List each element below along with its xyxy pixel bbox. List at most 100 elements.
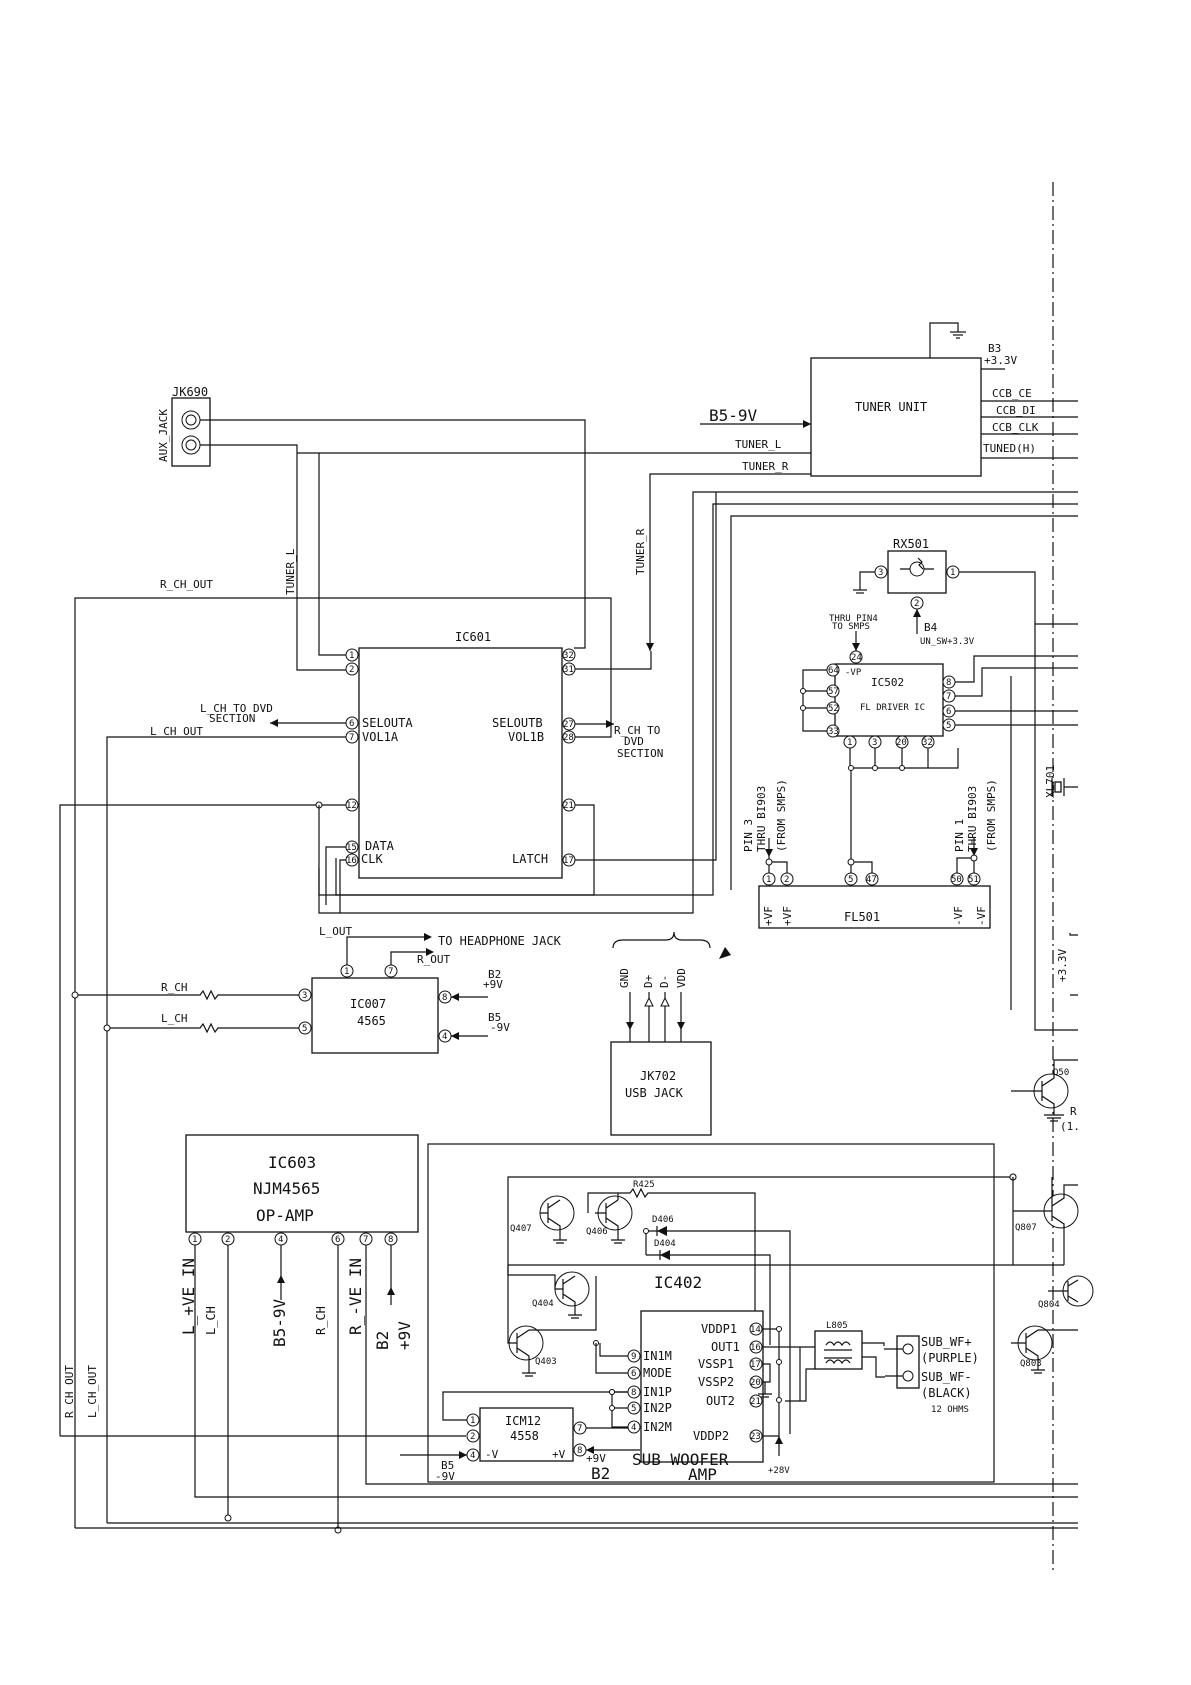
- fl501-vf3: -VF: [952, 906, 965, 926]
- to-headphone-label: TO HEADPHONE JACK: [438, 934, 562, 948]
- ic603-lve: L_+VE IN: [179, 1258, 198, 1335]
- svg-text:6: 6: [335, 1235, 340, 1245]
- q406-label: Q406: [586, 1227, 608, 1237]
- svg-text:2: 2: [784, 875, 789, 885]
- q50-label: Q50: [1053, 1068, 1069, 1078]
- svg-text:4: 4: [631, 1423, 636, 1433]
- q403-label: Q403: [535, 1357, 557, 1367]
- rx501-label: RX501: [893, 537, 929, 551]
- svg-text:21: 21: [750, 1397, 761, 1407]
- svg-text:16: 16: [346, 856, 357, 866]
- tuner-unit: TUNER UNIT B3 +3.3V CCB_CE CCB_DI CCB_CL…: [700, 322, 1078, 477]
- usb-dplus-label: D+: [642, 974, 655, 988]
- rx501-b4v: UN_SW+3.3V: [920, 637, 975, 647]
- ic603-b5: B5-9V: [270, 1298, 289, 1347]
- svg-text:2: 2: [225, 1235, 230, 1245]
- fl501-pin1: PIN 1: [953, 819, 966, 852]
- svg-text:5: 5: [302, 1024, 307, 1034]
- svg-text:20: 20: [896, 738, 907, 748]
- icm12-label: ICM12: [505, 1414, 541, 1428]
- ic402-vddp1: VDDP1: [701, 1322, 737, 1336]
- svg-text:1: 1: [192, 1235, 197, 1245]
- svg-text:16: 16: [750, 1343, 761, 1353]
- l-ch-out-label: L_CH_OUT: [150, 725, 203, 738]
- fl501-pin3: PIN 3: [742, 819, 755, 852]
- svg-text:2: 2: [914, 599, 919, 609]
- svg-text:52: 52: [828, 704, 839, 714]
- ic603-rch: R_CH: [314, 1306, 328, 1335]
- ic502-tosmps: TO SMPS: [832, 622, 870, 632]
- svg-text:3: 3: [878, 568, 883, 578]
- svg-text:27: 27: [563, 720, 574, 730]
- subwoofer-amp-section: Q407 Q406 R425 D406 D404 IC402 Q404 Q403…: [400, 1143, 1017, 1484]
- sub-wf-black: (BLACK): [921, 1386, 972, 1400]
- subwoofer-title-2: AMP: [688, 1465, 717, 1484]
- svg-text:51: 51: [968, 875, 979, 885]
- ic402-in2p: IN2P: [643, 1401, 672, 1415]
- tuner-b3-label: B3: [988, 342, 1001, 355]
- svg-text:7: 7: [946, 692, 951, 702]
- r425-label: R425: [633, 1180, 655, 1190]
- svg-text:1: 1: [847, 738, 852, 748]
- icm12-b2: B2: [591, 1464, 610, 1483]
- right-edge-components: XL701 +3.3V Q50 R (1. Q807 Q804 Q803: [1009, 624, 1094, 1374]
- icm12-b5: B5: [441, 1459, 454, 1472]
- ic601-clk: CLK: [361, 852, 383, 866]
- fl501-vf4: -VF: [975, 906, 988, 926]
- svg-text:6: 6: [946, 707, 951, 717]
- ic601-label: IC601: [455, 630, 491, 644]
- icm12-vminus: -V: [485, 1448, 499, 1461]
- svg-text:17: 17: [563, 856, 574, 866]
- fl501-from2: (FROM SMPS): [985, 779, 998, 852]
- svg-text:8: 8: [442, 993, 447, 1003]
- fl501-vf2: +VF: [781, 906, 794, 926]
- right-3v3-label: +3.3V: [1056, 949, 1069, 982]
- sub-wf-purple: (PURPLE): [921, 1351, 979, 1365]
- ic601-data: DATA: [365, 839, 395, 853]
- usb-jack-label: USB JACK: [625, 1086, 684, 1100]
- svg-text:64: 64: [828, 666, 839, 676]
- ic603-rve: R_-VE IN: [346, 1258, 365, 1335]
- ic402-in1p: IN1P: [643, 1385, 672, 1399]
- svg-text:6: 6: [631, 1369, 636, 1379]
- l-out-label: L_OUT: [319, 925, 352, 938]
- svg-text:32: 32: [922, 738, 933, 748]
- ic402-out1: OUT1: [711, 1340, 740, 1354]
- svg-text:2: 2: [470, 1432, 475, 1442]
- ic502-desc: FL DRIVER IC: [860, 703, 925, 713]
- tuner-b3-voltage: +3.3V: [984, 354, 1017, 367]
- svg-text:7: 7: [577, 1424, 582, 1434]
- ic502-label: IC502: [871, 676, 904, 689]
- fl501-thru1: THRU BI903: [755, 786, 768, 852]
- icm12-b5v: -9V: [435, 1470, 455, 1483]
- svg-text:23: 23: [750, 1432, 761, 1442]
- ic601-pins: 1 2 6 7 12 15 16 32 31 27 28 21 17: [345, 648, 576, 867]
- jk690-aux-jack: JK690 AUX_JACK: [157, 385, 211, 467]
- svg-text:20: 20: [750, 1378, 761, 1388]
- svg-text:4: 4: [442, 1032, 447, 1042]
- svg-text:57: 57: [828, 687, 839, 697]
- svg-text:50: 50: [951, 875, 962, 885]
- ic502: IC502 FL DRIVER IC THRU PIN4 TO SMPS -VP…: [826, 614, 956, 749]
- svg-text:31: 31: [563, 665, 574, 675]
- ic007-label: IC007: [350, 997, 386, 1011]
- l-ch-out-vertical: L_CH_OUT: [86, 1365, 99, 1418]
- svg-text:1: 1: [766, 875, 771, 885]
- ic603-desc: OP-AMP: [256, 1206, 314, 1225]
- svg-text:21: 21: [563, 801, 574, 811]
- ic603: IC603 NJM4565 OP-AMP 1 2 4 6 7 8 L_+VE I…: [179, 1134, 419, 1350]
- ic601-vol1b: VOL1B: [508, 730, 544, 744]
- sub-wf-minus: SUB_WF-: [921, 1370, 972, 1384]
- ic601-seloutb: SELOUTB: [492, 716, 543, 730]
- r-partial-label: R: [1070, 1105, 1077, 1118]
- svg-text:6: 6: [349, 719, 354, 729]
- usb-dminus-label: D-: [658, 975, 671, 988]
- plus28v-label: +28V: [768, 1466, 790, 1476]
- svg-text:12: 12: [346, 801, 357, 811]
- r-ch-out-vertical: R_CH_OUT: [63, 1365, 76, 1418]
- svg-text:7: 7: [349, 733, 354, 743]
- svg-text:28: 28: [563, 733, 574, 743]
- ic601-vol1a: VOL1A: [362, 730, 399, 744]
- usb-vdd-label: VDD: [675, 968, 688, 988]
- r1-partial-label: (1.: [1060, 1120, 1080, 1133]
